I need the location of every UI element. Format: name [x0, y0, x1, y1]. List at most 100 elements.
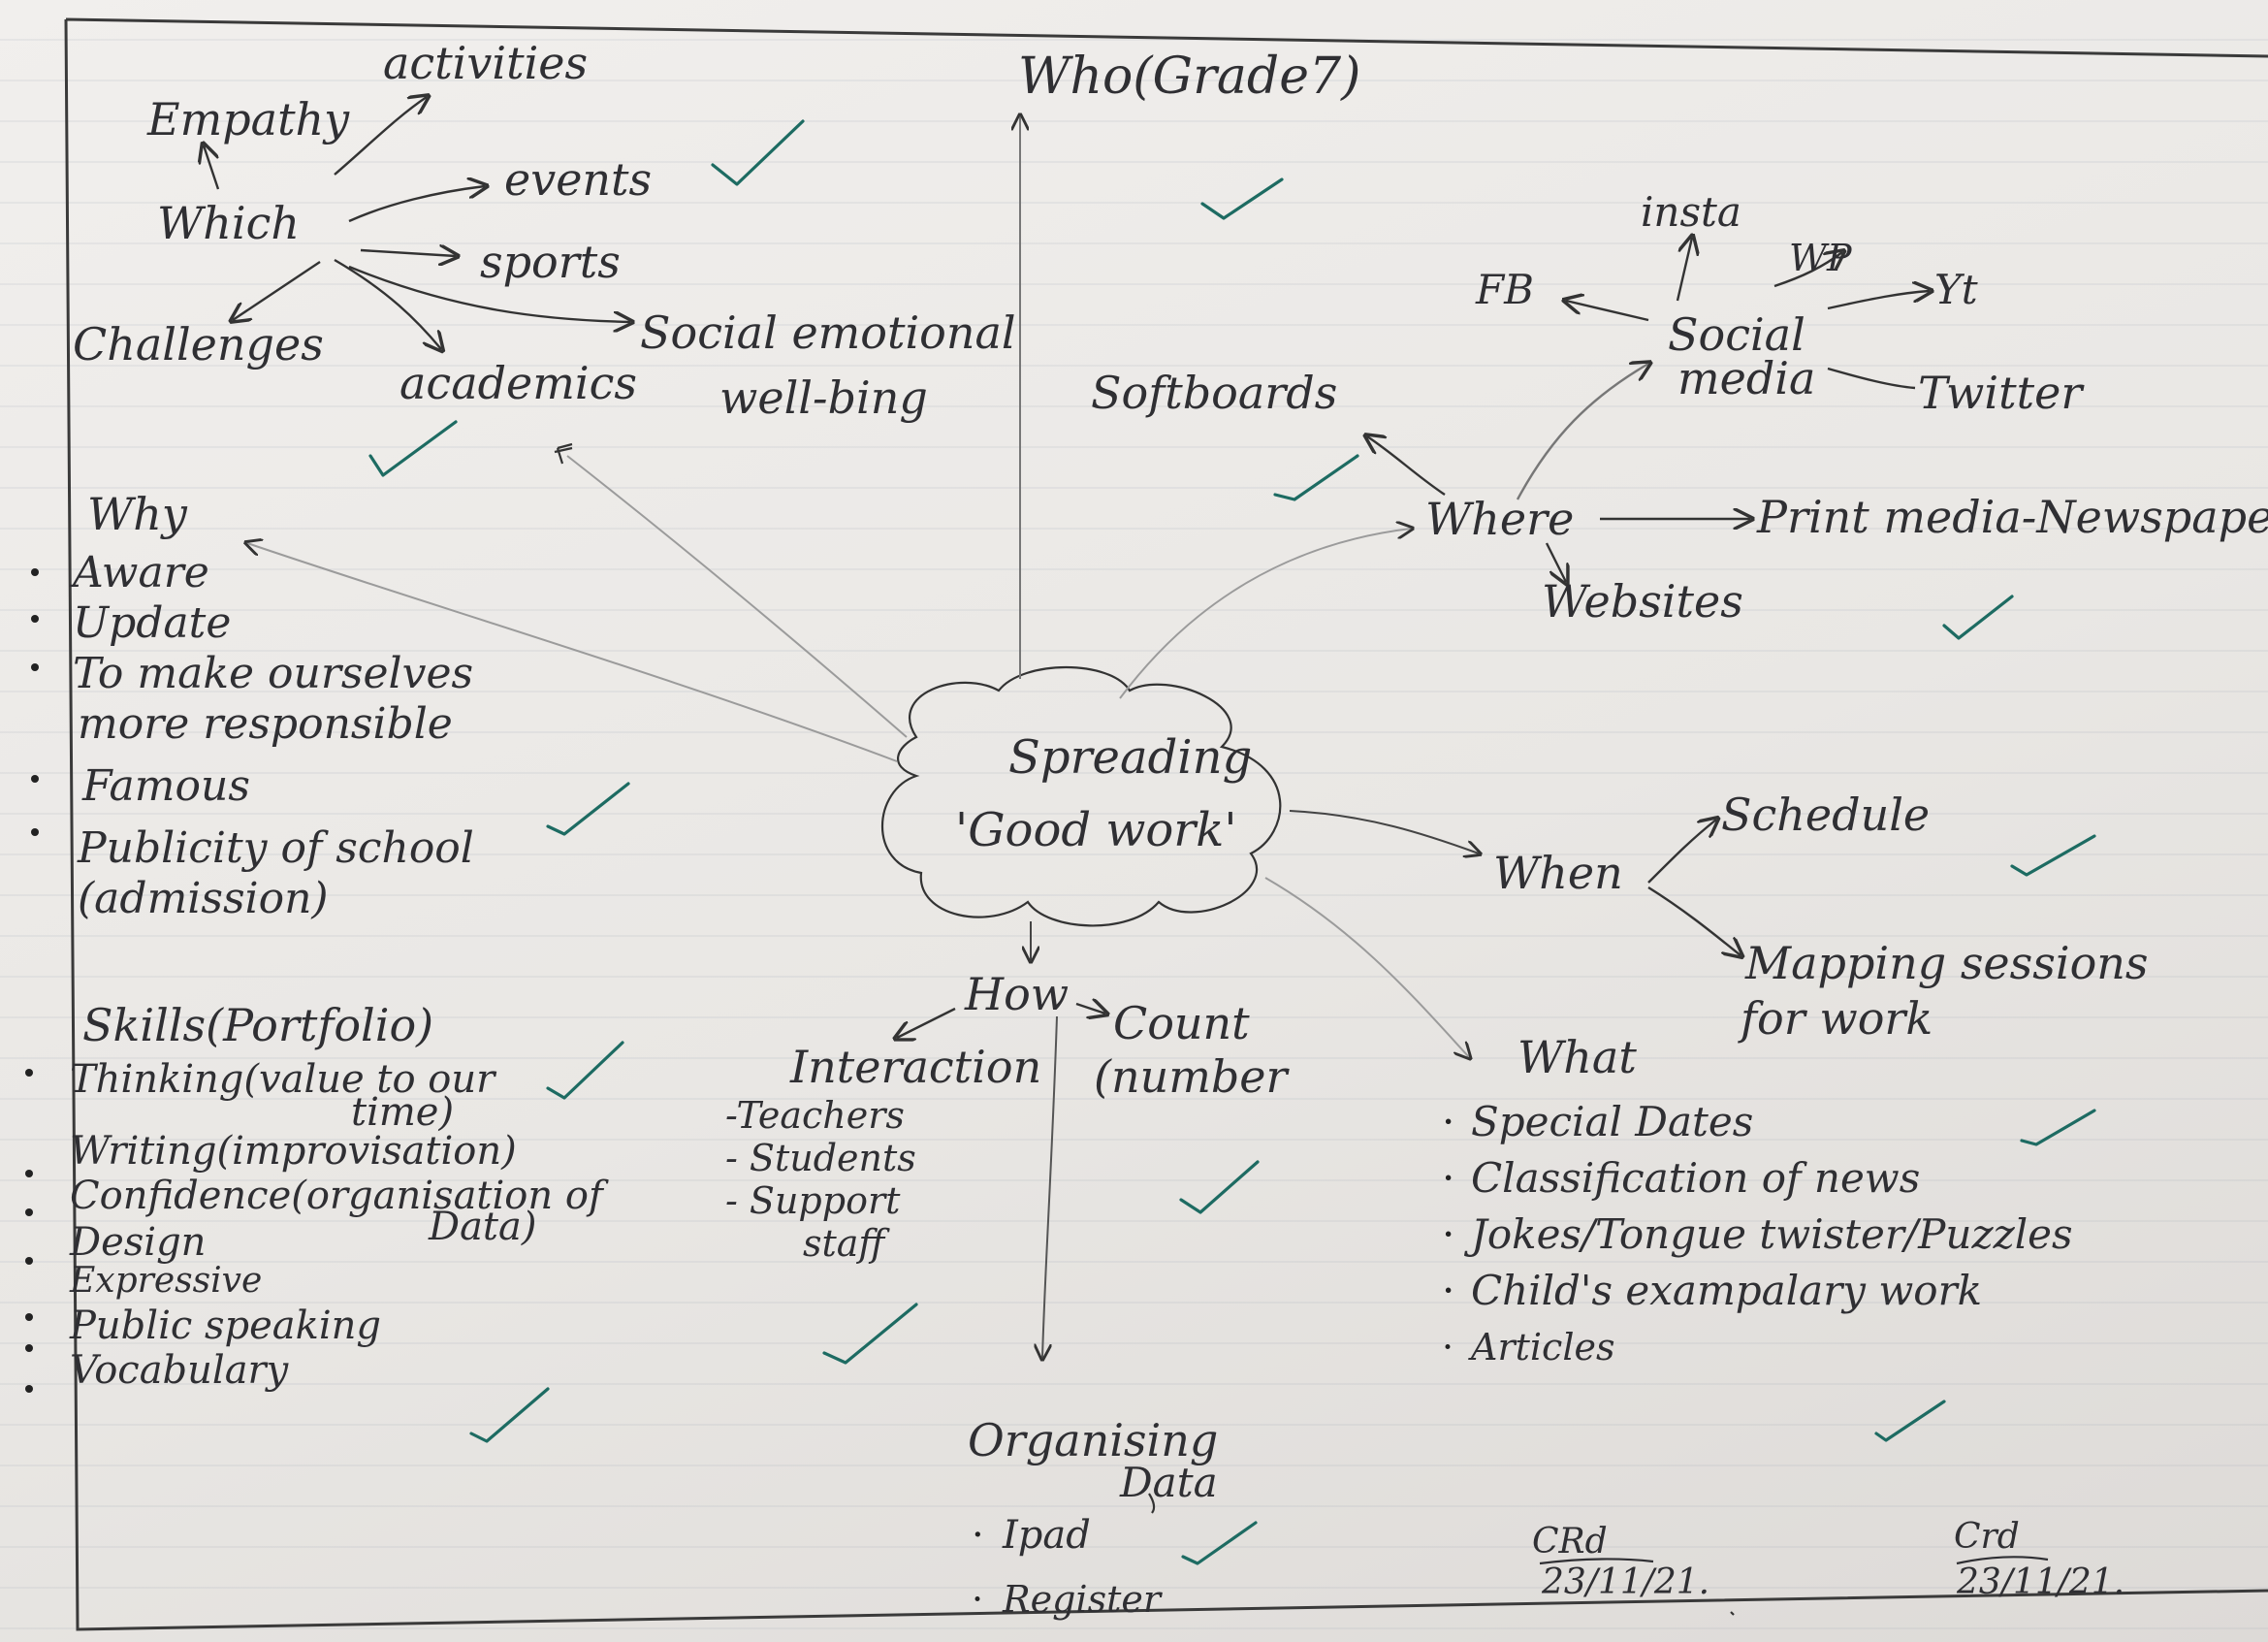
node-well-being: well-bing [719, 371, 928, 424]
interaction-item: staff [803, 1222, 885, 1265]
node-media: media [1677, 352, 1816, 404]
node-activities: activities [383, 37, 589, 89]
signature-date-2: 23/11/21. [1957, 1562, 2125, 1602]
check-what-bottom [1874, 1400, 1946, 1442]
signature-underline-2 [1956, 1556, 2049, 1565]
page-border [64, 17, 2268, 1631]
check-challenges [368, 420, 458, 477]
signature-underline-1 [1539, 1558, 1654, 1565]
skills-item: Thinking(value to our [70, 1057, 495, 1102]
what-item: ·Jokes/Tongue twister/Puzzles [1442, 1207, 2073, 1263]
bullet: · [1442, 1267, 1455, 1314]
arrow-activities [334, 97, 427, 176]
node-academics: academics [399, 357, 637, 409]
node-count-number: (number [1094, 1050, 1288, 1103]
spoke-organising [1042, 1015, 1058, 1358]
node-count: Count [1113, 997, 1250, 1049]
node-organising: Organising [968, 1414, 1219, 1466]
what-item: ·Articles [1442, 1319, 2073, 1375]
check-how [822, 1303, 918, 1365]
what-item: ·Special Dates [1442, 1094, 2073, 1150]
node-social: Social [1668, 308, 1805, 361]
node-where: Where [1425, 493, 1575, 545]
arrow-empathy [204, 145, 220, 190]
organising-item: ·Register [972, 1567, 1161, 1631]
node-interaction: Interaction [790, 1041, 1042, 1093]
spoke-what [1264, 877, 1469, 1057]
why-item: more responsible [78, 699, 453, 749]
check-schedule [2010, 834, 2096, 877]
check-organising [1181, 1521, 1258, 1565]
why-item: Update [73, 598, 232, 648]
node-events: events [504, 153, 653, 206]
arrow-wp [1773, 252, 1842, 288]
interaction-list: -Teachers - Students - Support staff [725, 1094, 916, 1265]
node-mapping: Mapping sessions [1745, 937, 2149, 989]
arrow-academics [334, 258, 441, 349]
node-sports: sports [480, 236, 621, 288]
arrow-challenges [233, 261, 321, 320]
skills-title: Skills(Portfolio) [82, 999, 434, 1051]
node-yt: Yt [1934, 266, 1978, 313]
spoke-where [1119, 529, 1411, 699]
organising-item: ·Ipad [972, 1503, 1161, 1567]
check-what [2020, 1109, 2096, 1146]
why-item: Aware [73, 548, 209, 597]
arrow-websites [1545, 542, 1566, 582]
interaction-item: -Teachers [725, 1094, 905, 1137]
node-schedule: Schedule [1721, 789, 1931, 841]
node-twitter: Twitter [1918, 367, 2083, 419]
center-cloud [880, 666, 1282, 927]
arrow-count [1075, 1004, 1105, 1014]
check-why [546, 782, 630, 836]
check-where [1942, 595, 2014, 640]
what-item: ·Child's exampalary work [1442, 1263, 2073, 1319]
node-insta: insta [1641, 188, 1741, 236]
node-organising-data: Data [1120, 1459, 1218, 1506]
arrow-yt [1827, 291, 1930, 310]
arrow-social-media [1516, 364, 1648, 500]
register-dot [1730, 1611, 1735, 1616]
interaction-item: - Students [725, 1137, 916, 1179]
node-how: How [965, 968, 1070, 1020]
node-websites: Websites [1542, 575, 1743, 628]
arrow-insta [1676, 238, 1692, 302]
organising-list: ·Ipad ·Register [972, 1503, 1161, 1631]
signature-date-1: 23/11/21. [1542, 1562, 1710, 1602]
center-subtitle: 'Good work' [955, 803, 1237, 857]
node-softboards: Softboards [1091, 367, 1338, 419]
tick-mark-small [556, 442, 573, 465]
skills-item: Design [70, 1220, 207, 1265]
why-item: Publicity of school [78, 823, 474, 873]
skills-list: Thinking(value to our time) Writing(impr… [70, 1057, 603, 1393]
node-print-media: Print media-Newspaper [1757, 491, 2268, 543]
what-list: ·Special Dates ·Classification of news ·… [1442, 1094, 2073, 1375]
bullet: · [972, 1578, 984, 1621]
bullet: · [1442, 1098, 1455, 1145]
check-softboards [1273, 454, 1359, 501]
margin-dots [25, 568, 39, 1393]
node-which: Which [157, 197, 301, 249]
arrow-mapping [1647, 885, 1741, 955]
skills-item: Data) [429, 1205, 537, 1249]
why-list: Aware Update To make ourselves more resp… [73, 548, 474, 924]
center-title: Spreading [1008, 730, 1253, 785]
arrow-social [348, 265, 630, 322]
comma-mark [1148, 1493, 1156, 1514]
signature-initials-2: Crd [1954, 1517, 2020, 1557]
node-what: What [1517, 1031, 1637, 1083]
spoke-which [566, 455, 908, 738]
why-title: Why [87, 488, 187, 540]
check-skills [546, 1041, 624, 1100]
bullet: · [972, 1513, 984, 1558]
node-who: Who(Grade7) [1018, 48, 1361, 106]
node-challenges: Challenges [73, 318, 324, 370]
why-item: (admission) [78, 874, 329, 923]
arrow-fb [1566, 301, 1649, 322]
bullet: · [1442, 1210, 1455, 1258]
check-count [1179, 1160, 1260, 1214]
skills-item: time) [351, 1090, 455, 1135]
bullet: · [1442, 1326, 1454, 1368]
